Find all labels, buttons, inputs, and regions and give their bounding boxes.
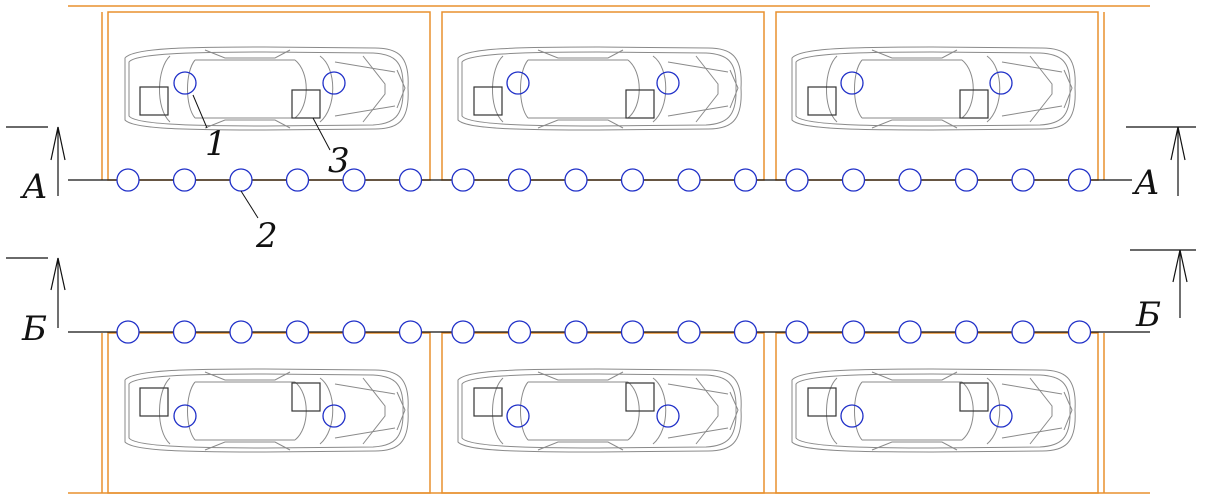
line-sensor [398, 168, 423, 192]
car-sensor [656, 404, 680, 428]
bottom-space-3-frame [775, 332, 1099, 494]
line-sensor [620, 320, 645, 344]
line-sensor [898, 320, 922, 344]
car-sensor [173, 404, 197, 428]
sensor-boxes [139, 86, 989, 417]
sensor-box [959, 382, 989, 412]
callout-2: 2 [240, 190, 278, 256]
sensor-box [625, 89, 655, 119]
bottom-parking-row [68, 332, 1150, 494]
car-top-2 [457, 46, 742, 131]
line-sensor [342, 168, 366, 192]
car-sensor [840, 404, 864, 428]
car-sensor [506, 71, 530, 95]
callout-3: 3 [312, 117, 350, 181]
line-sensor [285, 168, 310, 192]
sensor-box [291, 89, 321, 119]
line-sensor [1011, 320, 1035, 344]
line-sensor [451, 168, 475, 192]
car-bottom-3 [791, 368, 1076, 453]
car-sensor [322, 404, 346, 428]
car-sensor [173, 71, 197, 95]
line-sensor [398, 320, 423, 344]
section-marker-a-right: А [1126, 126, 1196, 203]
line-sensor [507, 320, 532, 344]
line-sensor [785, 320, 809, 344]
car-sensor [989, 404, 1013, 428]
car-sensor [322, 71, 346, 95]
line-sensors-b [116, 320, 1092, 344]
section-label-a-right: А [1132, 163, 1160, 203]
line-sensor [677, 320, 701, 344]
line-sensor [841, 320, 866, 344]
line-sensor [733, 168, 758, 192]
line-sensor [564, 168, 588, 192]
line-sensor [564, 320, 588, 344]
sensor-box [139, 86, 169, 116]
line-sensor [954, 320, 979, 344]
sensor-box [473, 387, 503, 417]
callout-label-1: 1 [205, 124, 227, 164]
callout-label-3: 3 [328, 141, 350, 181]
section-label-b-right: Б [1135, 295, 1161, 335]
line-sensor [285, 320, 310, 344]
sensor-box [959, 89, 989, 119]
bottom-space-1-frame [107, 332, 431, 494]
line-sensor [620, 168, 645, 192]
car-sensor [656, 71, 680, 95]
line-sensor [954, 168, 979, 192]
top-space-3-frame [775, 11, 1099, 181]
line-sensor [229, 320, 253, 344]
line-sensor [898, 168, 922, 192]
section-marker-b-left: Б [6, 257, 66, 349]
car-top-3 [791, 46, 1076, 131]
bottom-space-2-frame [441, 332, 765, 494]
top-space-1-frame [107, 11, 431, 181]
sensor-box [807, 387, 837, 417]
section-marker-a-left: А [6, 126, 66, 207]
line-sensor [1067, 168, 1092, 192]
callout-label-2: 2 [255, 216, 278, 256]
callout-1: 1 [192, 94, 227, 164]
line-sensor [733, 320, 758, 344]
line-sensor [229, 168, 253, 192]
line-sensor [1067, 320, 1092, 344]
line-sensor [451, 320, 475, 344]
line-sensor [841, 168, 866, 192]
section-marker-b-right: Б [1130, 249, 1196, 335]
line-sensor [172, 168, 197, 192]
line-sensor [507, 168, 532, 192]
line-sensor [342, 320, 366, 344]
section-label-b-left: Б [21, 309, 47, 349]
sensor-box [807, 86, 837, 116]
section-label-a-left: А [20, 167, 48, 207]
car-sensor [506, 404, 530, 428]
top-cars [124, 46, 1076, 131]
car-sensors [173, 71, 1013, 428]
line-sensor [1011, 168, 1035, 192]
sensor-box [473, 86, 503, 116]
top-space-2-frame [441, 11, 765, 181]
sensor-box [625, 382, 655, 412]
line-sensor [172, 320, 197, 344]
sensor-box [291, 382, 321, 412]
car-sensor [840, 71, 864, 95]
line-sensor [677, 168, 701, 192]
line-sensor [116, 320, 140, 344]
line-sensor [785, 168, 809, 192]
bottom-cars [124, 368, 1076, 453]
sensor-box [139, 387, 169, 417]
car-sensor [989, 71, 1013, 95]
line-sensors-a [116, 168, 1092, 192]
car-bottom-2 [457, 368, 742, 453]
line-sensor [116, 168, 140, 192]
